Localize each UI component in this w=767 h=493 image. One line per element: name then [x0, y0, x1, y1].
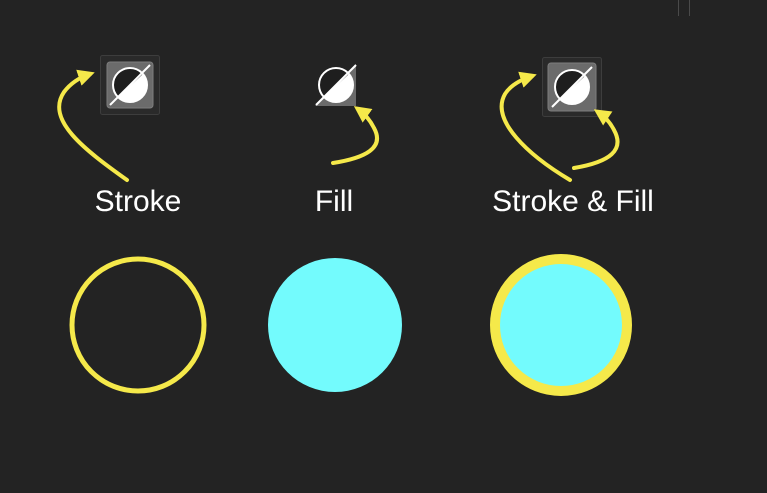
window-edge-marker	[678, 0, 690, 16]
stroke-and-fill-circle	[490, 254, 632, 396]
stroke-and-fill-label: Stroke & Fill	[492, 185, 654, 218]
stroke-only-circle	[69, 256, 207, 394]
fill-only-circle	[268, 258, 402, 392]
stroke-label: Stroke	[94, 185, 182, 218]
fill-mode-icon	[315, 64, 357, 106]
fill-label: Fill	[314, 185, 354, 218]
fill-mode-button[interactable]	[311, 60, 361, 110]
